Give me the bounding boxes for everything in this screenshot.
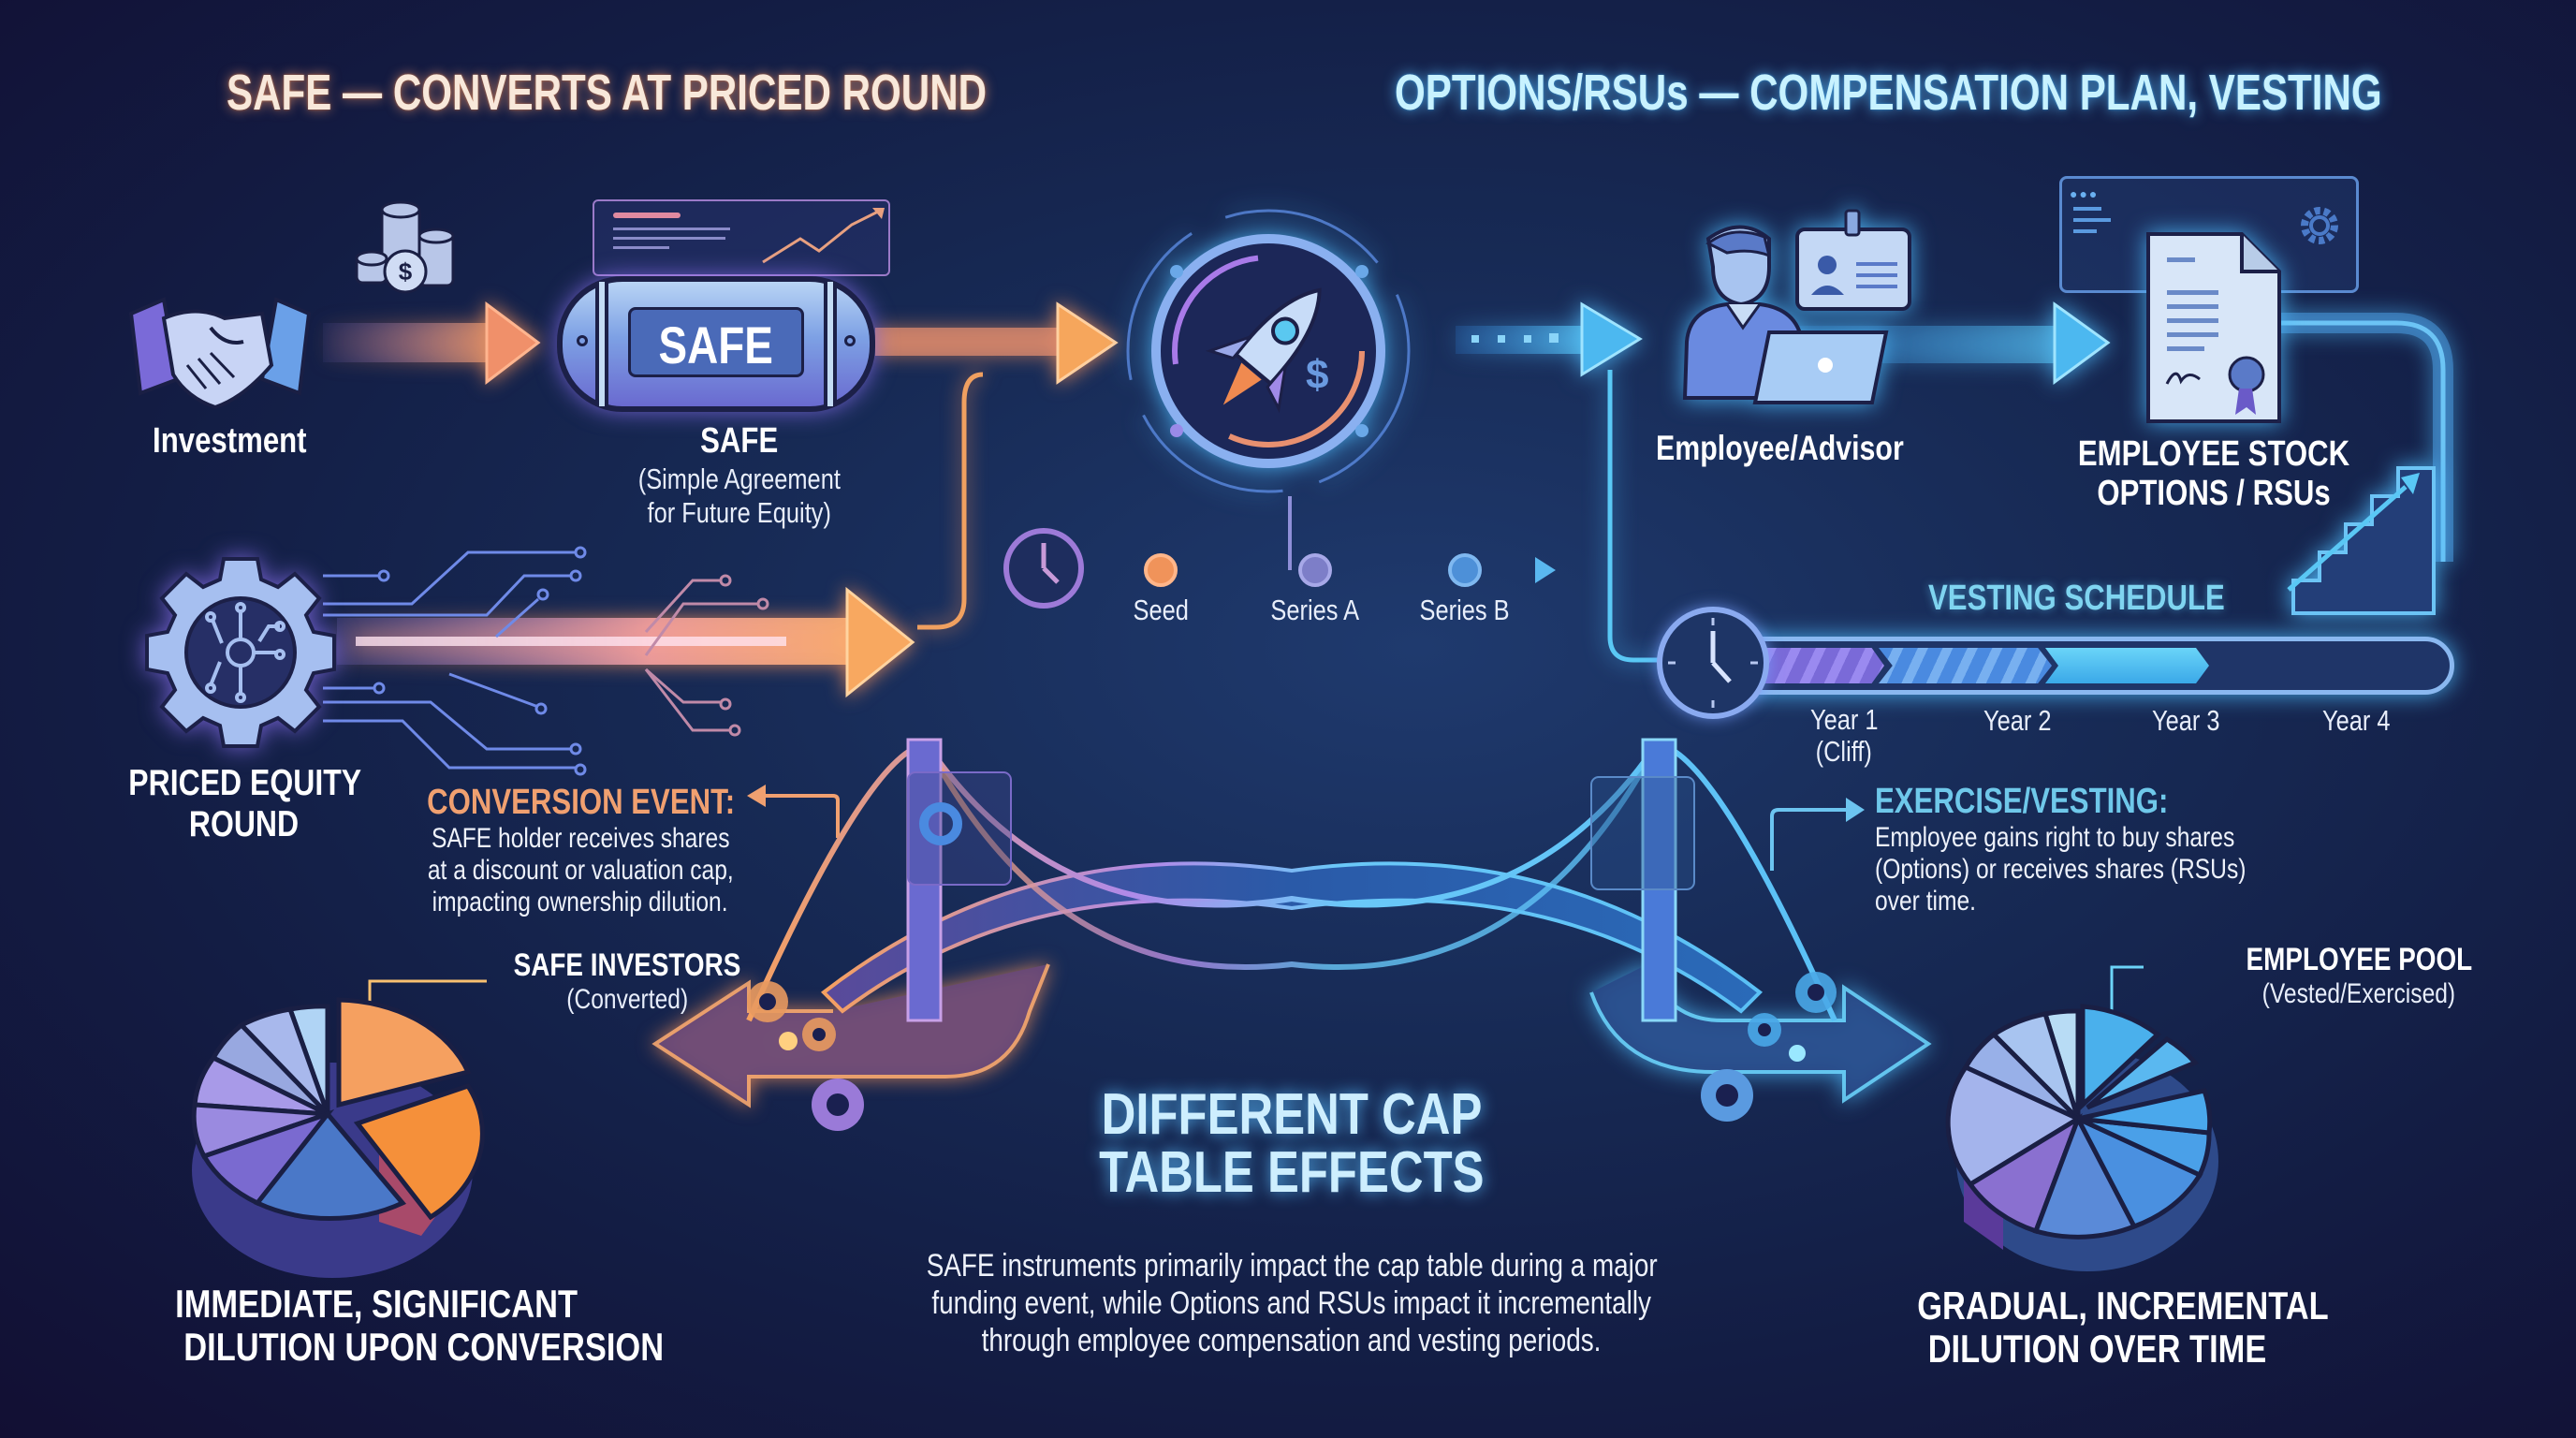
svg-text:$: $ [1306, 352, 1328, 398]
gear-circuit-icon [140, 552, 342, 754]
coins-icon: $ [354, 198, 457, 301]
gear-icon [2301, 207, 2338, 244]
safe-sublabel-line2: for Future Equity) [647, 496, 832, 529]
exercise-vesting-line: over time. [1875, 886, 1977, 917]
right-caption-line1: GRADUAL, INCREMENTAL [1917, 1284, 2329, 1328]
vesting-year-1: Year 1 [1809, 703, 1879, 736]
exercise-vesting-block: EXERCISE/VESTING: Employee gains right t… [1875, 782, 2343, 917]
summary-line: funding event, while Options and RSUs im… [931, 1285, 1652, 1321]
vesting-segment-year2 [1879, 648, 2052, 683]
summary-text: SAFE instruments primarily impact the ca… [777, 1247, 1807, 1359]
employee-advisor-label: Employee/Advisor [1656, 429, 1904, 467]
exercise-vesting-line: Employee gains right to buy shares [1875, 822, 2235, 853]
options-section-header: OPTIONS/RSUs — COMPENSATION PLAN, VESTIN… [1395, 65, 2382, 121]
center-title-line1: DIFFERENT CAP [1101, 1082, 1483, 1147]
left-caption-line2: DILUTION UPON CONVERSION [183, 1325, 665, 1369]
conversion-event-title: CONVERSION EVENT: [427, 783, 736, 822]
vesting-segment-year3 [2045, 648, 2209, 683]
safe-investors-callout: SAFE INVESTORS [513, 947, 741, 983]
trend-chart-icon [762, 208, 885, 264]
employee-pool-callout: EMPLOYEE POOL [2246, 942, 2472, 977]
safe-capsule-text: SAFE [658, 315, 774, 374]
timeline-clock-icon [1003, 528, 1084, 609]
summary-line: through employee compensation and vestin… [982, 1323, 1602, 1358]
exercise-vesting-title: EXERCISE/VESTING: [1875, 782, 2169, 821]
safe-label: SAFE [700, 421, 779, 461]
timeline-stage-series-a: Series A [1270, 594, 1360, 626]
timeline-stage-series-b: Series B [1419, 594, 1511, 626]
safe-capsule: SAFE [557, 276, 875, 412]
vesting-progress-bar [1676, 637, 2454, 695]
vesting-year-2: Year 2 [1983, 704, 2052, 737]
vesting-year-4: Year 4 [2321, 704, 2391, 737]
priced-round-label-line2: ROUND [188, 804, 299, 844]
rocket-launch-emblem: $ [1119, 201, 1418, 501]
bridge-illustration [637, 712, 1947, 1161]
conversion-event-line: at a discount or valuation cap, [427, 855, 734, 886]
conversion-event-block: CONVERSION EVENT: SAFE holder receives s… [393, 783, 768, 918]
options-dilution-pie-chart [1945, 997, 2228, 1278]
safe-investors-callout-sub: (Converted) [566, 984, 688, 1015]
employee-laptop-icon [1676, 209, 1938, 426]
vesting-clock-icon [1657, 607, 1769, 719]
employee-pool-callout-sub: (Vested/Exercised) [2261, 978, 2456, 1009]
safe-section-header: SAFE — CONVERTS AT PRICED ROUND [227, 65, 988, 121]
id-badge-icon [1795, 227, 1911, 311]
stock-options-label-line1: EMPLOYEE STOCK [2077, 434, 2350, 474]
cap-table-effects-title: DIFFERENT CAP TABLE EFFECTS [1011, 1086, 1573, 1202]
vesting-year-1-note: (Cliff) [1815, 735, 1873, 768]
safe-document-panel [593, 199, 890, 276]
seal-icon [2228, 356, 2265, 393]
vesting-schedule-title: VESTING SCHEDULE [1928, 579, 2225, 618]
stock-options-label-line2: OPTIONS / RSUs [2097, 474, 2331, 513]
handshake-icon [122, 276, 318, 410]
conversion-event-line: impacting ownership dilution. [432, 887, 728, 917]
priced-round-label-line1: PRICED EQUITY [128, 763, 362, 803]
svg-text:$: $ [399, 257, 413, 286]
left-caption-line1: IMMEDIATE, SIGNIFICANT [175, 1282, 578, 1326]
conversion-event-line: SAFE holder receives shares [431, 823, 730, 854]
right-caption-line2: DILUTION OVER TIME [1927, 1327, 2266, 1371]
investment-label: Investment [152, 421, 307, 461]
timeline-stage-seed: Seed [1133, 594, 1189, 626]
exercise-vesting-line: (Options) or receives shares (RSUs) [1875, 854, 2247, 885]
safe-sublabel-line1: (Simple Agreement [637, 462, 842, 495]
safe-dilution-pie-chart [187, 983, 505, 1283]
summary-line: SAFE instruments primarily impact the ca… [926, 1248, 1658, 1284]
stock-certificate-icon [2144, 229, 2284, 426]
center-title-line2: TABLE EFFECTS [1099, 1140, 1485, 1205]
vesting-year-3: Year 3 [2151, 704, 2220, 737]
